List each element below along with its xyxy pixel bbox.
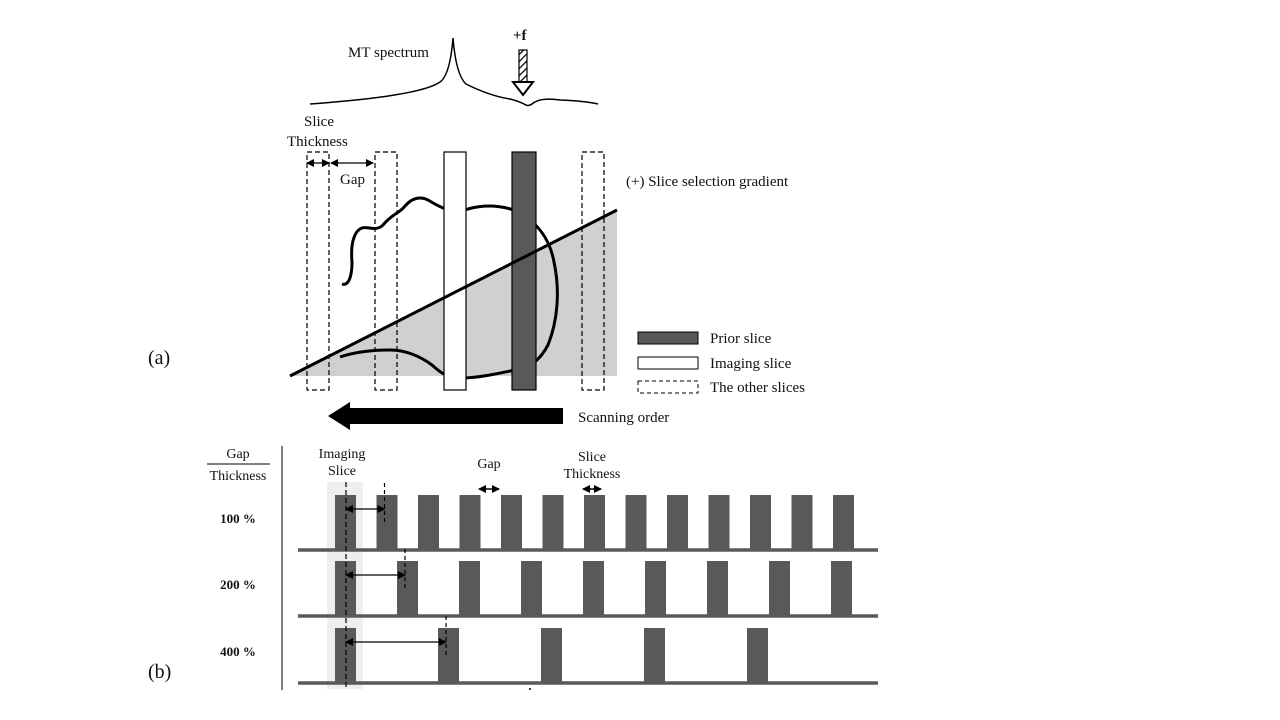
other-slice bbox=[581, 151, 605, 391]
legend-label-other: The other slices bbox=[710, 380, 805, 396]
slice-bar bbox=[584, 495, 605, 550]
slice-bar bbox=[418, 495, 439, 550]
row-ratio-label: 100 % bbox=[220, 511, 256, 526]
imaging-slice bbox=[443, 151, 467, 391]
slice-bar bbox=[459, 495, 481, 550]
b-slice-thickness-label-line1: Slice bbox=[578, 450, 606, 465]
slice-bar bbox=[645, 561, 666, 616]
mt-spectrum-label: MT spectrum bbox=[348, 45, 429, 61]
slice-bar bbox=[707, 561, 728, 616]
slice-bar bbox=[667, 495, 688, 550]
freq-offset-arrow-icon bbox=[510, 49, 536, 97]
ratio-title-top: Gap bbox=[226, 447, 249, 462]
tick-mark bbox=[529, 688, 531, 690]
slice-bar bbox=[644, 628, 665, 683]
legend-swatch-prior bbox=[637, 331, 699, 345]
slice-bar bbox=[625, 495, 647, 550]
imaging-slice-label-line1: Imaging bbox=[319, 447, 366, 462]
slice-bar bbox=[833, 495, 854, 550]
slice-bar bbox=[501, 495, 522, 550]
other-slice bbox=[306, 151, 330, 391]
panel-b-label: (b) bbox=[148, 661, 171, 683]
slice-thickness-label-line1: Slice bbox=[304, 114, 334, 130]
slice-bar bbox=[397, 561, 418, 616]
slice-bar bbox=[376, 495, 398, 550]
slice-bar bbox=[583, 561, 604, 616]
gradient-line bbox=[289, 208, 618, 378]
slice-bar bbox=[438, 628, 459, 683]
slice-bar bbox=[769, 561, 790, 616]
slice-bar bbox=[750, 495, 771, 550]
slice-bar bbox=[541, 628, 562, 683]
scanning-order-arrow-icon bbox=[328, 402, 563, 430]
ratio-title-bottom: Thickness bbox=[210, 469, 267, 484]
slice-bar bbox=[542, 495, 564, 550]
slice-thickness-label-line2: Thickness bbox=[287, 134, 348, 150]
legend: Prior slice Imaging slice The other slic… bbox=[637, 331, 805, 396]
mt-spectrum-curve bbox=[309, 37, 599, 107]
b-gap-label: Gap bbox=[477, 457, 500, 472]
prior-slice bbox=[511, 151, 537, 391]
freq-offset-label: +f bbox=[513, 28, 528, 44]
legend-label-prior: Prior slice bbox=[710, 331, 772, 347]
scanning-order-label: Scanning order bbox=[578, 410, 669, 426]
panel-b: (b) Gap Thickness Imaging Slice Gap Slic… bbox=[148, 446, 878, 690]
legend-swatch-imaging bbox=[637, 356, 699, 370]
gap-label: Gap bbox=[340, 172, 365, 188]
slice-bar bbox=[459, 561, 480, 616]
slice-bar bbox=[708, 495, 730, 550]
panel-a: (a) MT spectrum +f Slice Thickness Gap (… bbox=[148, 28, 805, 430]
legend-swatch-other bbox=[637, 380, 699, 394]
slice-bar bbox=[831, 561, 852, 616]
row-ratio-label: 400 % bbox=[220, 644, 256, 659]
ratio-rows: 100 % 200 % 400 % bbox=[220, 483, 878, 685]
slice-bar bbox=[521, 561, 542, 616]
imaging-slice-label-line2: Slice bbox=[328, 464, 356, 479]
slice-bar bbox=[791, 495, 813, 550]
gradient-label: (+) Slice selection gradient bbox=[626, 174, 789, 190]
legend-label-imaging: Imaging slice bbox=[710, 356, 792, 372]
slice-bar bbox=[747, 628, 768, 683]
b-slice-thickness-label-line2: Thickness bbox=[564, 467, 621, 482]
other-slice bbox=[374, 151, 398, 391]
row-ratio-label: 200 % bbox=[220, 577, 256, 592]
panel-a-label: (a) bbox=[148, 347, 170, 369]
